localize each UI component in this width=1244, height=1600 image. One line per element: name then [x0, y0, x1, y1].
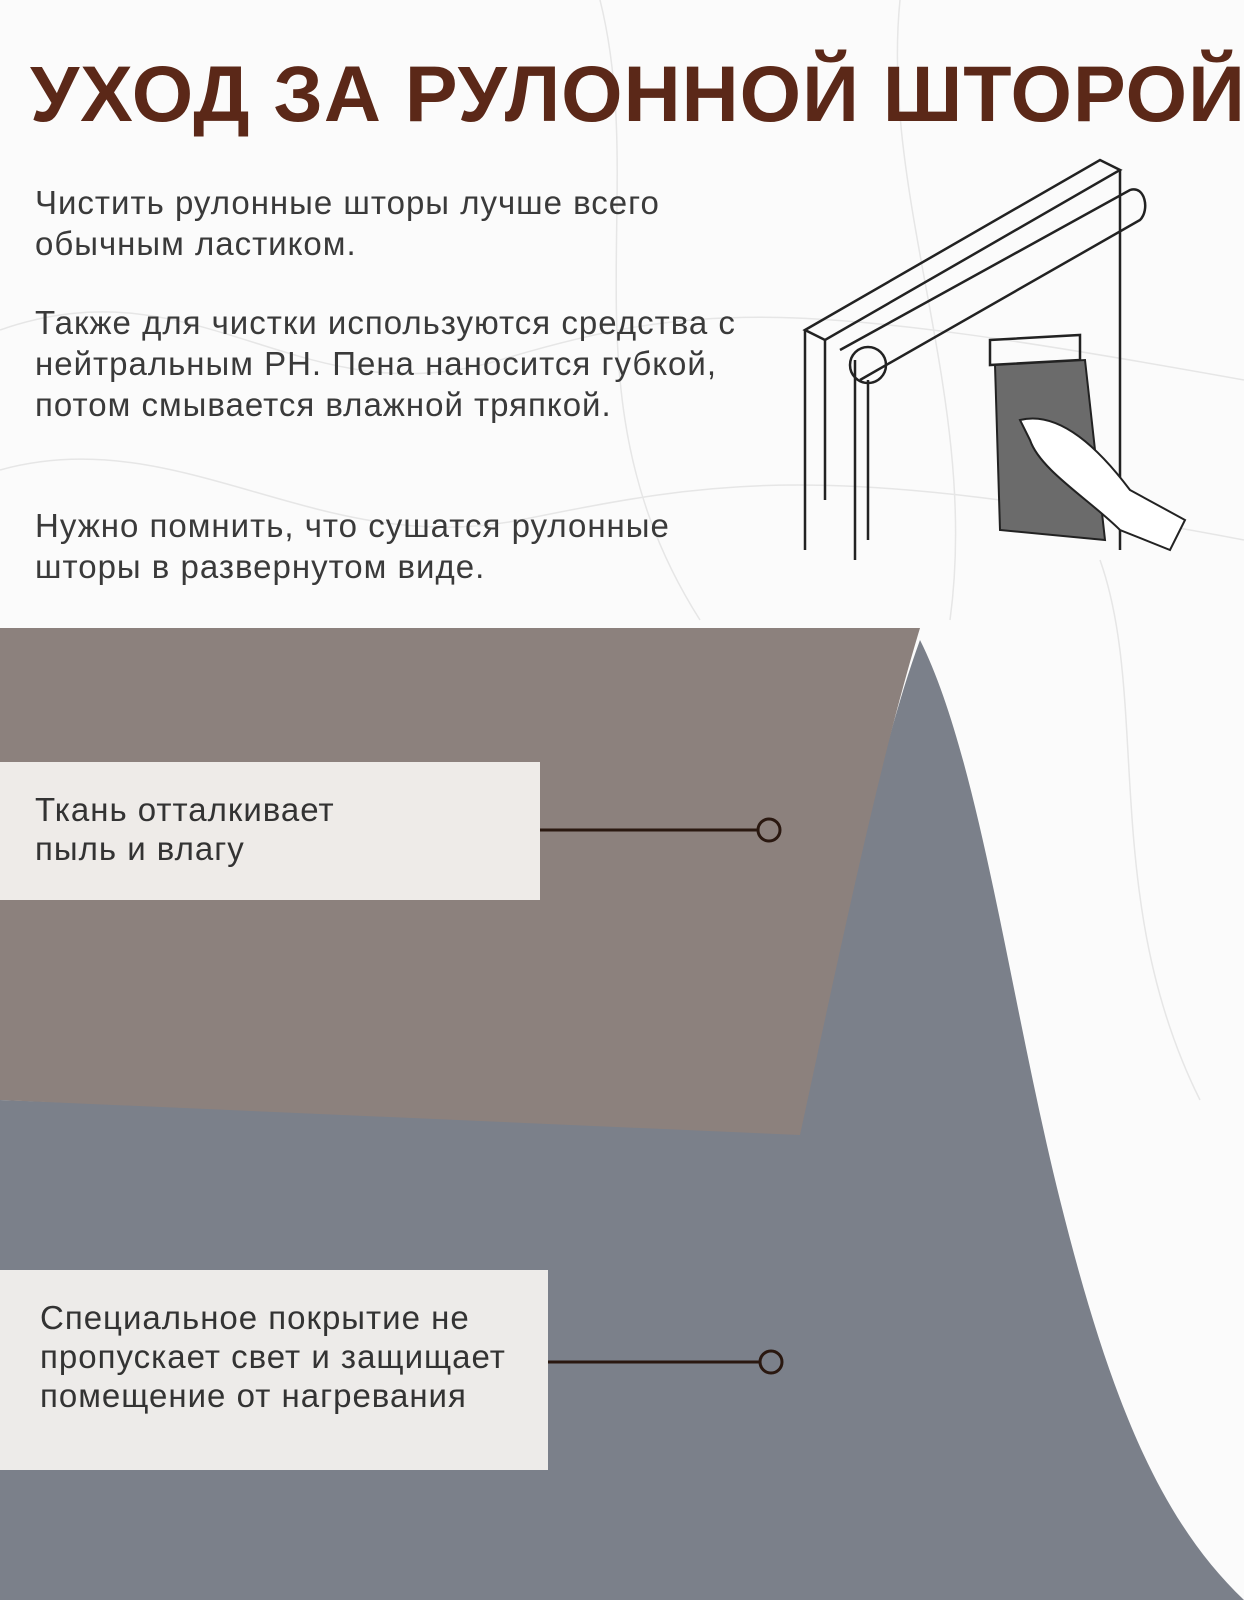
- paragraph-eraser: Чистить рулонные шторы лучше всего обычн…: [35, 184, 660, 262]
- callout-text-dust: Ткань отталкивает пыль и влагу: [35, 791, 335, 867]
- callout-text-coating: Специальное покрытие не пропускает свет …: [40, 1299, 506, 1414]
- callout-dot-1: [756, 817, 782, 843]
- paragraph-drying: Нужно помнить, что сушатся рулонные штор…: [35, 507, 670, 585]
- roller-blind-cleaning-illustration: [802, 158, 1187, 560]
- page-title: УХОД ЗА РУЛОННОЙ ШТОРОЙ: [30, 49, 1244, 138]
- callout-label-coating: Специальное покрытие не пропускает свет …: [0, 1270, 548, 1470]
- paragraph-cleaning-agents: Также для чистки используются средства с…: [35, 304, 736, 423]
- callout-dot-2: [758, 1349, 784, 1375]
- hand-icon: [1018, 417, 1187, 552]
- wood-grain-pattern: [0, 0, 1244, 1101]
- callout-label-dust: Ткань отталкивает пыль и влагу: [0, 762, 540, 900]
